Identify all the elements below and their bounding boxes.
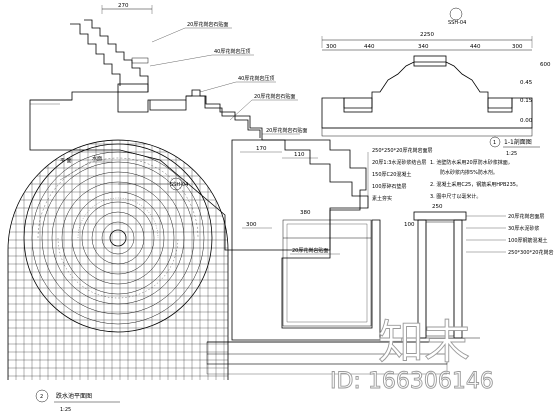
svg-text:300: 300 [246, 222, 257, 228]
deep-section: 170 110 300 380 20厚花岗岩石贴面 20厚花岗岩贴面 [206, 127, 448, 375]
svg-text:40厚花岗岩压顶: 40厚花岗岩压顶 [238, 75, 274, 82]
mound-body [321, 61, 533, 129]
svg-text:380: 380 [300, 210, 311, 216]
mound-pool-left [343, 97, 373, 113]
svg-text:SSH-04: SSH-04 [448, 20, 466, 26]
svg-text:30厚水泥砂浆: 30厚水泥砂浆 [508, 225, 539, 232]
pool-edge-detail: 250 100 20厚花岗岩面层 30厚水泥砂浆 100厚钢筋混凝土 250*3… [400, 204, 553, 339]
svg-text:20厚1:3水泥砂浆结合层: 20厚1:3水泥砂浆结合层 [372, 159, 426, 166]
plan-center-jet [109, 229, 127, 247]
section-1-marker [489, 136, 501, 148]
svg-text:40厚花岗岩压顶: 40厚花岗岩压顶 [214, 48, 250, 55]
watermark-id: ID: 166306146 [330, 369, 494, 394]
svg-text:20厚花岗岩石贴面: 20厚花岗岩石贴面 [187, 21, 228, 28]
svg-text:1. 池壁防水采用20厚防水砂浆抹面，: 1. 池壁防水采用20厚防水砂浆抹面， [430, 159, 513, 166]
svg-text:素土夯实: 素土夯实 [372, 195, 392, 202]
svg-text:250: 250 [432, 204, 443, 210]
svg-text:2. 混凝土采用C25，钢筋采用HPB235。: 2. 混凝土采用C25，钢筋采用HPB235。 [430, 181, 521, 188]
capstone-1 [131, 57, 149, 64]
svg-text:0.45: 0.45 [520, 80, 533, 86]
svg-text:20厚花岗岩石贴面: 20厚花岗岩石贴面 [254, 93, 295, 100]
mound-base [321, 127, 533, 137]
callouts-mid: 20厚花岗岩石贴面 20厚花岗岩贴面 [262, 127, 340, 255]
mound-section: 2250 300 440 340 440 300 0.45 0.15 0.00 … [321, 7, 551, 157]
svg-text:0.00: 0.00 [520, 118, 533, 124]
callouts-left: 20厚花岗岩石贴面 40厚花岗岩压顶 40厚花岗岩压顶 20厚花岗岩石贴面 [149, 21, 298, 121]
svg-text:250*250*20厚花岗岩面层: 250*250*20厚花岗岩面层 [372, 147, 432, 154]
section-ref-bubble [449, 7, 463, 21]
edge-capstone [413, 211, 467, 221]
svg-text:平 面: 平 面 [60, 158, 72, 164]
svg-text:0.15: 0.15 [520, 98, 533, 104]
plan-2-title: 跌水池平面图 [56, 392, 92, 400]
svg-text:100厚钢筋混凝土: 100厚钢筋混凝土 [508, 237, 548, 244]
svg-text:300: 300 [326, 44, 337, 50]
svg-text:150厚C20混凝土: 150厚C20混凝土 [372, 171, 411, 178]
plan-outer-ring [23, 143, 213, 333]
pool-lining [286, 223, 368, 323]
watermark: 知末 ID: 166306146 [330, 315, 495, 395]
svg-text:水面: 水面 [92, 155, 102, 162]
svg-text:440: 440 [364, 44, 375, 50]
svg-text:110: 110 [294, 152, 305, 158]
cascade-section: 270 20厚花岗岩石贴面 40厚花岗岩压顶 40厚花岗岩压顶 20厚花岗 [29, 3, 369, 251]
mound-pool-right [487, 97, 513, 113]
plan-paving-grid [8, 140, 228, 380]
section-1-title: 1-1剖面图 [504, 138, 532, 146]
svg-text:2250: 2250 [420, 32, 434, 38]
svg-text:170: 170 [256, 146, 267, 152]
svg-text:2: 2 [40, 394, 43, 400]
svg-text:340: 340 [418, 44, 429, 50]
svg-text:440: 440 [470, 44, 481, 50]
cascade-steps [84, 19, 149, 92]
description-notes: 1. 池壁防水采用20厚防水砂浆抹面， 防水砂浆内掺5%防水剂。 2. 混凝土采… [430, 159, 521, 200]
svg-text:100: 100 [404, 222, 415, 228]
layer-notes: 250*250*20厚花岗岩面层 20厚1:3水泥砂浆结合层 150厚C20混凝… [367, 147, 432, 208]
svg-text:600: 600 [540, 62, 551, 68]
basin-lip-1 [117, 83, 149, 93]
svg-text:1:25: 1:25 [60, 407, 71, 413]
plan-title-block: 2 跌水池平面图 1:25 [35, 389, 120, 413]
svg-text:250*300*20花岗岩: 250*300*20花岗岩 [508, 249, 553, 256]
svg-text:1: 1 [493, 140, 496, 146]
plan-2-marker [35, 389, 49, 403]
mound-top-basin [413, 55, 447, 67]
svg-text:300: 300 [512, 44, 523, 50]
earth-fill-mid [231, 139, 381, 341]
edge-core [425, 221, 455, 337]
watermark-logo: 知末 [378, 315, 470, 369]
svg-text:SSH-04: SSH-04 [170, 182, 188, 188]
dim-top-label: 270 [118, 3, 129, 9]
svg-text:3. 图中尺寸以毫米计。: 3. 图中尺寸以毫米计。 [430, 193, 481, 200]
bottom-layer-notes: 20厚花岗岩面层 30厚水泥砂浆 100厚钢筋混凝土 250*300*20花岗岩 [466, 213, 553, 256]
pool-interior [282, 219, 372, 327]
svg-text:1:25: 1:25 [506, 151, 517, 157]
svg-text:20厚花岗岩面层: 20厚花岗岩面层 [508, 213, 544, 220]
svg-text:防水砂浆内掺5%防水剂。: 防水砂浆内掺5%防水剂。 [440, 169, 498, 176]
fountain-plan: 水面 平 面 SSH-04 [7, 139, 229, 380]
mid-dimensions: 170 110 300 380 [240, 146, 318, 229]
svg-text:20厚花岗岩石贴面: 20厚花岗岩石贴面 [266, 127, 307, 134]
svg-text:20厚花岗岩贴面: 20厚花岗岩贴面 [292, 247, 328, 254]
svg-text:100厚碎石垫层: 100厚碎石垫层 [372, 183, 407, 190]
